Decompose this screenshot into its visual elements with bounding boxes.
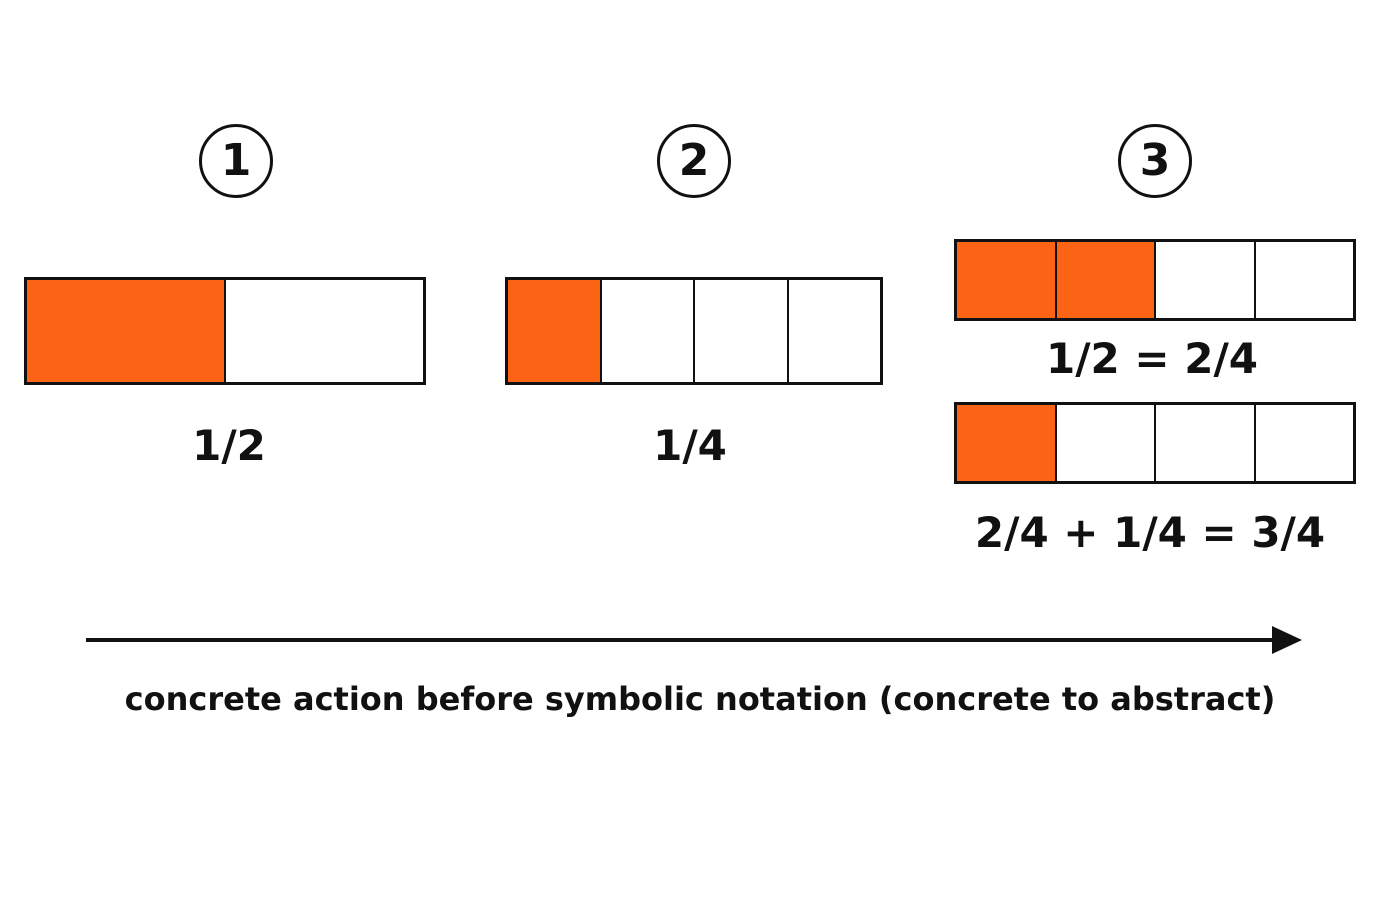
step-3-equivalence-label: 1/2 = 2/4 [1045,334,1259,383]
arrow-caption: concrete action before symbolic notation… [124,680,1276,718]
unshaded-fraction-cell [224,280,423,382]
step-3-fraction-bar-bottom [954,402,1356,484]
step-2-number: 2 [678,135,710,186]
shaded-fraction-cell [957,405,1055,481]
step-1-badge: 1 [199,124,273,198]
step-2-fraction-bar [505,277,883,385]
step-1-fraction-bar [24,277,426,385]
shaded-fraction-cell [957,242,1055,318]
step-3-number: 3 [1139,135,1171,186]
step-3-badge: 3 [1118,124,1192,198]
progression-arrow-head [1272,626,1302,654]
shaded-fraction-cell [1054,242,1154,318]
unshaded-fraction-cell [1054,405,1154,481]
unshaded-fraction-cell [599,280,693,382]
step-2-fraction-label: 1/4 [653,421,727,470]
step-1-number: 1 [220,135,252,186]
unshaded-fraction-cell [1154,405,1254,481]
unshaded-fraction-cell [786,280,880,382]
unshaded-fraction-cell [1253,405,1353,481]
step-3-addition-label: 2/4 + 1/4 = 3/4 [974,508,1326,557]
step-2-badge: 2 [657,124,731,198]
shaded-fraction-cell [27,280,224,382]
unshaded-fraction-cell [693,280,787,382]
progression-arrow [86,626,1302,654]
unshaded-fraction-cell [1253,242,1353,318]
shaded-fraction-cell [508,280,600,382]
step-3-fraction-bar-top [954,239,1356,321]
unshaded-fraction-cell [1154,242,1254,318]
step-1-fraction-label: 1/2 [192,421,266,470]
